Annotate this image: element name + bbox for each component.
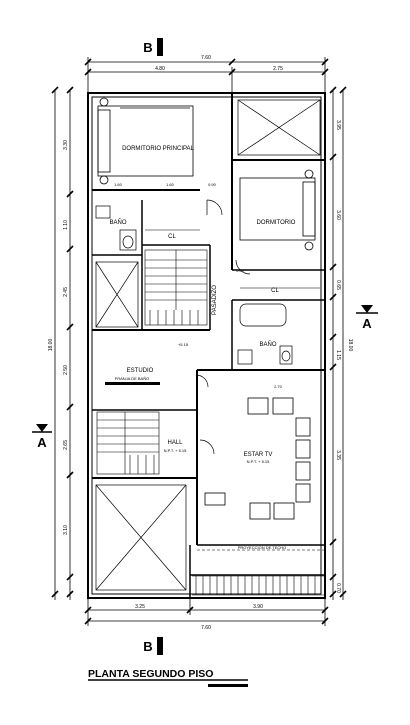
bed-master bbox=[97, 97, 194, 185]
doors bbox=[195, 199, 251, 455]
room-hall: HALL bbox=[167, 440, 183, 446]
dimension-labels: 7.60 4.80 2.75 3.25 3.90 7.60 18.00 18.0… bbox=[48, 55, 353, 631]
dimension-lines bbox=[54, 57, 344, 626]
section-marker-bottom: B bbox=[143, 637, 163, 655]
section-b-top-letter: B bbox=[143, 40, 152, 55]
dim-top-left: 4.80 bbox=[155, 66, 165, 72]
dim-bottom-right: 3.90 bbox=[253, 604, 263, 610]
dim-left-seg-0: 3.30 bbox=[63, 140, 69, 150]
interior-dim-1: 1.60 bbox=[166, 182, 175, 187]
interior-dims: 1.60 1.60 0.90 2.70 0.65 bbox=[114, 182, 283, 389]
interior-dim-3: 2.70 bbox=[274, 384, 283, 389]
room-closet-2: CL bbox=[271, 288, 279, 294]
dim-left-seg-6: 2.65 bbox=[63, 440, 69, 450]
dim-right-seg-2: 3.60 bbox=[335, 210, 341, 220]
dim-right-total: 18.00 bbox=[347, 339, 353, 352]
projection-label: PROYECCION DE TECHO bbox=[238, 545, 287, 550]
interior-dim-0: 1.60 bbox=[114, 182, 123, 187]
room-estudio: ESTUDIO bbox=[127, 368, 154, 374]
dim-right-seg-0: 3.95 bbox=[335, 120, 341, 130]
section-b-bottom-letter: B bbox=[143, 639, 152, 654]
living-furniture bbox=[204, 397, 311, 520]
room-closet-1: CL bbox=[168, 234, 176, 240]
dim-top-right: 2.75 bbox=[273, 66, 283, 72]
room-estar: ESTAR TV bbox=[244, 452, 273, 458]
section-a-left-letter: A bbox=[37, 435, 47, 450]
room-dormitorio: DORMITORIO bbox=[257, 220, 296, 226]
dim-right-seg-3: 0.65 bbox=[335, 280, 341, 290]
dim-bottom-total: 7.60 bbox=[201, 625, 211, 631]
dim-right-seg-7: 3.35 bbox=[335, 450, 341, 460]
pasadizo-level: +5.15 bbox=[178, 342, 189, 347]
dim-left-seg-1: 1.10 bbox=[63, 220, 69, 230]
dim-left-seg-2: 2.45 bbox=[63, 287, 69, 297]
plan-title: PLANTA SEGUNDO PISO bbox=[88, 668, 213, 680]
section-marker-left: A bbox=[32, 424, 52, 450]
walls bbox=[87, 92, 326, 599]
balcony-railing bbox=[192, 575, 325, 596]
section-marker-top: B bbox=[143, 38, 163, 56]
interior-dim-2: 0.90 bbox=[208, 182, 217, 187]
closet-hatch bbox=[145, 229, 320, 289]
dim-left-total: 18.00 bbox=[48, 339, 54, 352]
section-marker-right: A bbox=[356, 305, 378, 331]
estar-level: N.P.T. + 5.15 bbox=[247, 459, 270, 464]
estudio-bar bbox=[105, 382, 160, 385]
plan-title-block: PLANTA SEGUNDO PISO bbox=[88, 668, 248, 687]
dim-left-seg-4: 2.50 bbox=[63, 365, 69, 375]
dim-bottom-left: 3.25 bbox=[135, 604, 145, 610]
dim-right-seg-5: 1.15 bbox=[335, 350, 341, 360]
annotation-labels: N.P.T. + 5.15 N.P.T. + 5.15 +5.15 PROYEC… bbox=[115, 342, 287, 550]
dim-top-total: 7.60 bbox=[201, 55, 211, 61]
room-labels: DORMITORIO PRINCIPAL DORMITORIO BAÑO BAÑ… bbox=[109, 146, 295, 458]
room-bano-1: BAÑO bbox=[109, 219, 126, 226]
dim-right-seg-9: 0.70 bbox=[335, 583, 341, 593]
bed-secondary bbox=[239, 169, 316, 251]
room-dormitorio-principal: DORMITORIO PRINCIPAL bbox=[122, 146, 194, 152]
room-pasadizo: PASADIZO bbox=[212, 285, 218, 315]
bathroom-fixtures bbox=[95, 205, 293, 365]
section-a-right-letter: A bbox=[362, 316, 372, 331]
interior-dim-4: 0.65 bbox=[236, 268, 245, 273]
stairs bbox=[96, 249, 208, 475]
franja-label: FRANJA DE BAÑO bbox=[115, 376, 149, 381]
room-bano-2: BAÑO bbox=[259, 341, 276, 348]
dim-left-seg-8: 3.10 bbox=[63, 525, 69, 535]
dimension-ticks bbox=[51, 58, 347, 625]
voids bbox=[95, 99, 321, 591]
hall-level: N.P.T. + 5.15 bbox=[164, 448, 187, 453]
